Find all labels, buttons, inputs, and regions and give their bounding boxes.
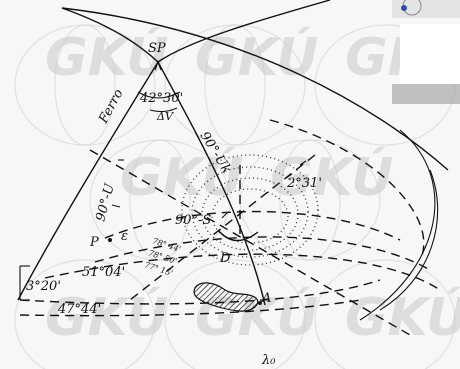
label-angle-pole: 42°30': [139, 91, 183, 106]
outer-frame: [61, 0, 449, 321]
label-point-a: A: [261, 291, 271, 306]
watermark-text-2: GKÚ: [195, 26, 318, 88]
watermark-text-5: GKÚ: [270, 146, 393, 208]
label-lat-lower: 47°44': [57, 302, 101, 317]
watermark-layer: GKÚ GKÚ GKÚ GKÚ GKÚ GKÚ GKÚ GKÚ: [14, 24, 460, 369]
hatched-territory: [193, 282, 259, 312]
pole-angle: [137, 91, 181, 113]
watermark-text-4: GKÚ: [120, 146, 243, 208]
label-sp: SP: [148, 41, 166, 56]
point-p-marker: [108, 238, 112, 242]
label-lat-upper: 51°04': [82, 265, 125, 280]
label-lambda: λ₀: [261, 353, 276, 368]
label-delta-v: ΔV: [156, 110, 174, 123]
arc-d: [217, 229, 259, 242]
label-right-angle-s: 90°-S: [175, 213, 211, 228]
watermark-text-8: GKÚ: [345, 286, 460, 348]
dotted-isolines: [181, 154, 319, 266]
corner-thumbnail: [392, 0, 460, 104]
watermark-text-6: GKÚ: [45, 286, 168, 348]
label-epsilon: ε: [121, 229, 128, 244]
watermark-text-1: GKÚ: [45, 26, 168, 88]
label-arc-left: 90°-U: [93, 181, 118, 223]
point-a-marker: [258, 301, 262, 305]
tick-marks: [111, 159, 307, 219]
construction-lines: [19, 119, 441, 336]
label-point-d: D: [219, 251, 231, 266]
label-point-p: P: [89, 235, 99, 250]
label-left-width: 3°20': [26, 279, 61, 294]
label-arc-right: 2°31': [286, 176, 322, 191]
left-bracket: [19, 265, 30, 301]
